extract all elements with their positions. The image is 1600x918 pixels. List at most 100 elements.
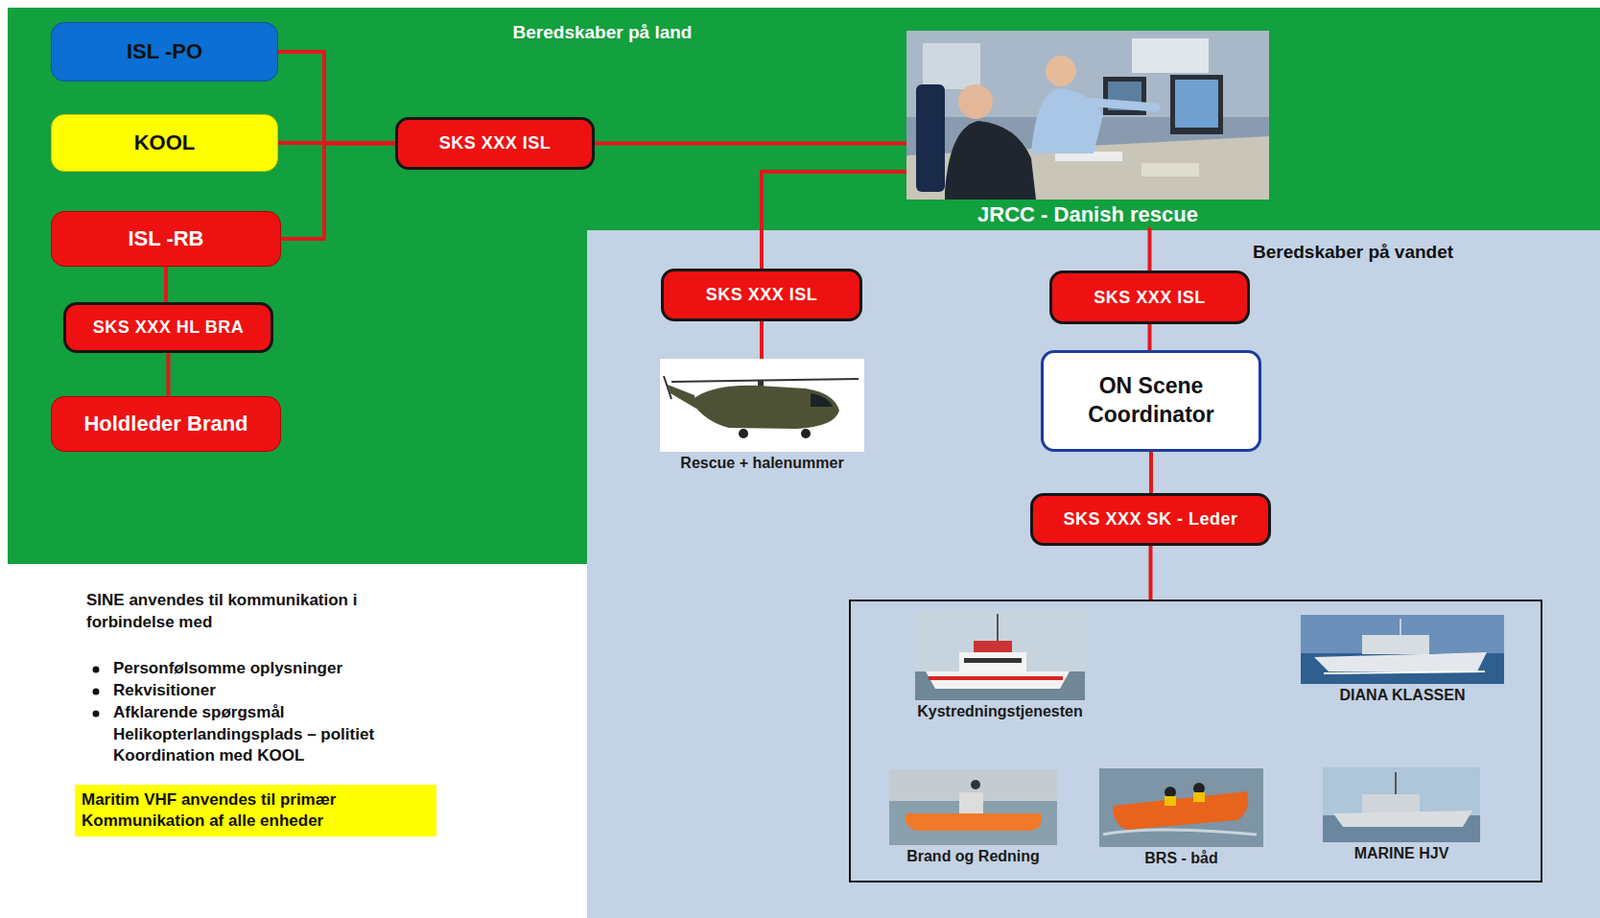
picture-caption: BRS - båd [1144,849,1218,868]
group-box: Kystredningstjenesten DIANA KLASSEN Brand … [848,599,1543,883]
picture-caption: JRCC - Danish rescue [977,202,1199,228]
unit-box: Holdleder Brand [50,396,282,452]
coastal-rescue-photo [964,658,1022,663]
picture-caption: DIANA KLASSEN [1340,686,1466,705]
photo-node: Rescue + halenummer [659,358,865,472]
coastal-rescue-photo [959,652,1027,672]
connector-line [281,143,396,240]
picture-caption: MARINE HJV [1354,845,1450,863]
jrcc-photo [1131,38,1209,73]
connector-line [594,141,907,146]
diana-class-photo [1314,652,1487,672]
helicopter-photo [663,376,672,400]
box-label: SKS XXX ISL [439,133,552,154]
picture-caption: Rescue + halenummer [680,454,844,472]
jrcc-photo [1141,163,1200,177]
box-label: ISL -RB [127,226,204,252]
jrcc-photo [958,84,993,119]
jrcc-photo [922,43,981,90]
water-region [587,230,1600,918]
helicopter-photo [800,428,811,439]
bullet-dot [93,666,100,674]
picture-caption: Kystredningstjenesten [917,703,1083,721]
photo-node: BRS - båd [1099,768,1264,868]
brs-boat-photo [1103,829,1257,835]
region-label: Beredskaber på land [513,20,693,46]
coastal-rescue-photo [973,640,1012,653]
marine-hjv-photo [1333,810,1473,827]
marine-hjv-photo [1322,767,1481,843]
helicopter-photo [738,428,749,439]
connector-line [164,266,168,303]
coastal-rescue-photo [996,613,999,641]
box-label: ISL -PO [126,39,203,65]
diana-class-photo [1300,614,1505,654]
picture-caption: Brand og Redning [906,847,1040,866]
region-label: Beredskaber på vandet [1252,239,1454,265]
box-label: ON Scene Coordinator [1055,372,1248,430]
diana-class-photo [1362,635,1430,655]
highlight-note: Maritim VHF anvendes til primær Kommunik… [74,784,437,837]
bullet-dot [93,688,100,696]
fire-rescue-boat-photo [889,769,1058,846]
helicopter-photo [659,358,865,452]
note-text: Personfølsomme oplysninger [113,658,343,681]
brs-boat-photo [1164,796,1177,806]
radio-channel-box: SKS XXX ISL [395,117,595,170]
box-label: Holdleder Brand [83,411,248,437]
photo-node: DIANA KLASSEN [1300,614,1505,705]
radio-channel-box: SKS XXX ISL [1049,270,1250,325]
diana-class-photo [1300,653,1505,684]
connector-line [278,51,396,144]
jrcc-photo [944,120,1036,200]
box-label: SKS XXX HL BRA [93,317,245,338]
jrcc-photo [1175,79,1219,128]
diana-class-photo [1323,671,1485,674]
connector-line [1148,324,1153,351]
unit-box: KOOL [50,114,279,172]
box-label: SKS XXX ISL [1093,287,1206,308]
coordinator-box: ON Scene Coordinator [1040,350,1262,452]
bullet-dot [93,666,100,718]
unit-box: ISL -PO [50,22,279,82]
connector-line [759,321,764,359]
fire-rescue-boat-photo [905,813,1043,831]
photo-node: JRCC - Danish rescue [906,30,1270,228]
brs-boat-photo [1112,791,1248,830]
photo-node: Brand og Redning [889,769,1058,866]
bullet-dot [93,710,100,718]
note-text: Rekvisitioner [113,680,216,703]
fire-rescue-boat-photo [970,779,981,790]
fire-rescue-boat-photo [889,769,1058,846]
jrcc-photo [906,30,1270,200]
jrcc-photo [916,84,945,192]
marine-hjv-photo [1394,772,1397,795]
helicopter-photo [671,378,859,382]
brs-boat-photo [1193,792,1205,802]
box-label: KOOL [134,130,196,156]
radio-channel-box: SKS XXX SK - Leder [1030,493,1271,546]
marine-hjv-photo [1362,794,1420,814]
unit-box: ISL -RB [50,211,282,267]
note-text: Helikopterlandingsplads – politiet [113,724,375,747]
photo-node: MARINE HJV [1322,767,1481,863]
helicopter-photo [659,358,865,452]
box-label: SKS XXX SK - Leder [1062,509,1238,530]
helicopter-photo [690,385,840,429]
connector-line [761,171,907,269]
coastal-rescue-photo [915,610,1085,701]
connector-line [166,352,171,397]
connector-line [1149,451,1153,494]
brs-boat-photo [1099,768,1264,848]
helicopter-photo [810,393,833,407]
helicopter-photo [667,384,697,409]
coastal-rescue-photo [915,671,1085,701]
box-label: Maritim VHF anvendes til primær Kommunik… [81,789,430,832]
brs-boat-photo [1099,768,1264,848]
coastal-rescue-photo [915,610,1085,701]
photo-node: Kystredningstjenesten [911,610,1089,721]
fire-rescue-boat-photo [959,792,984,815]
note-text: SINE anvendes til kommunikation i forbin… [86,589,375,635]
water-region [587,230,1600,918]
